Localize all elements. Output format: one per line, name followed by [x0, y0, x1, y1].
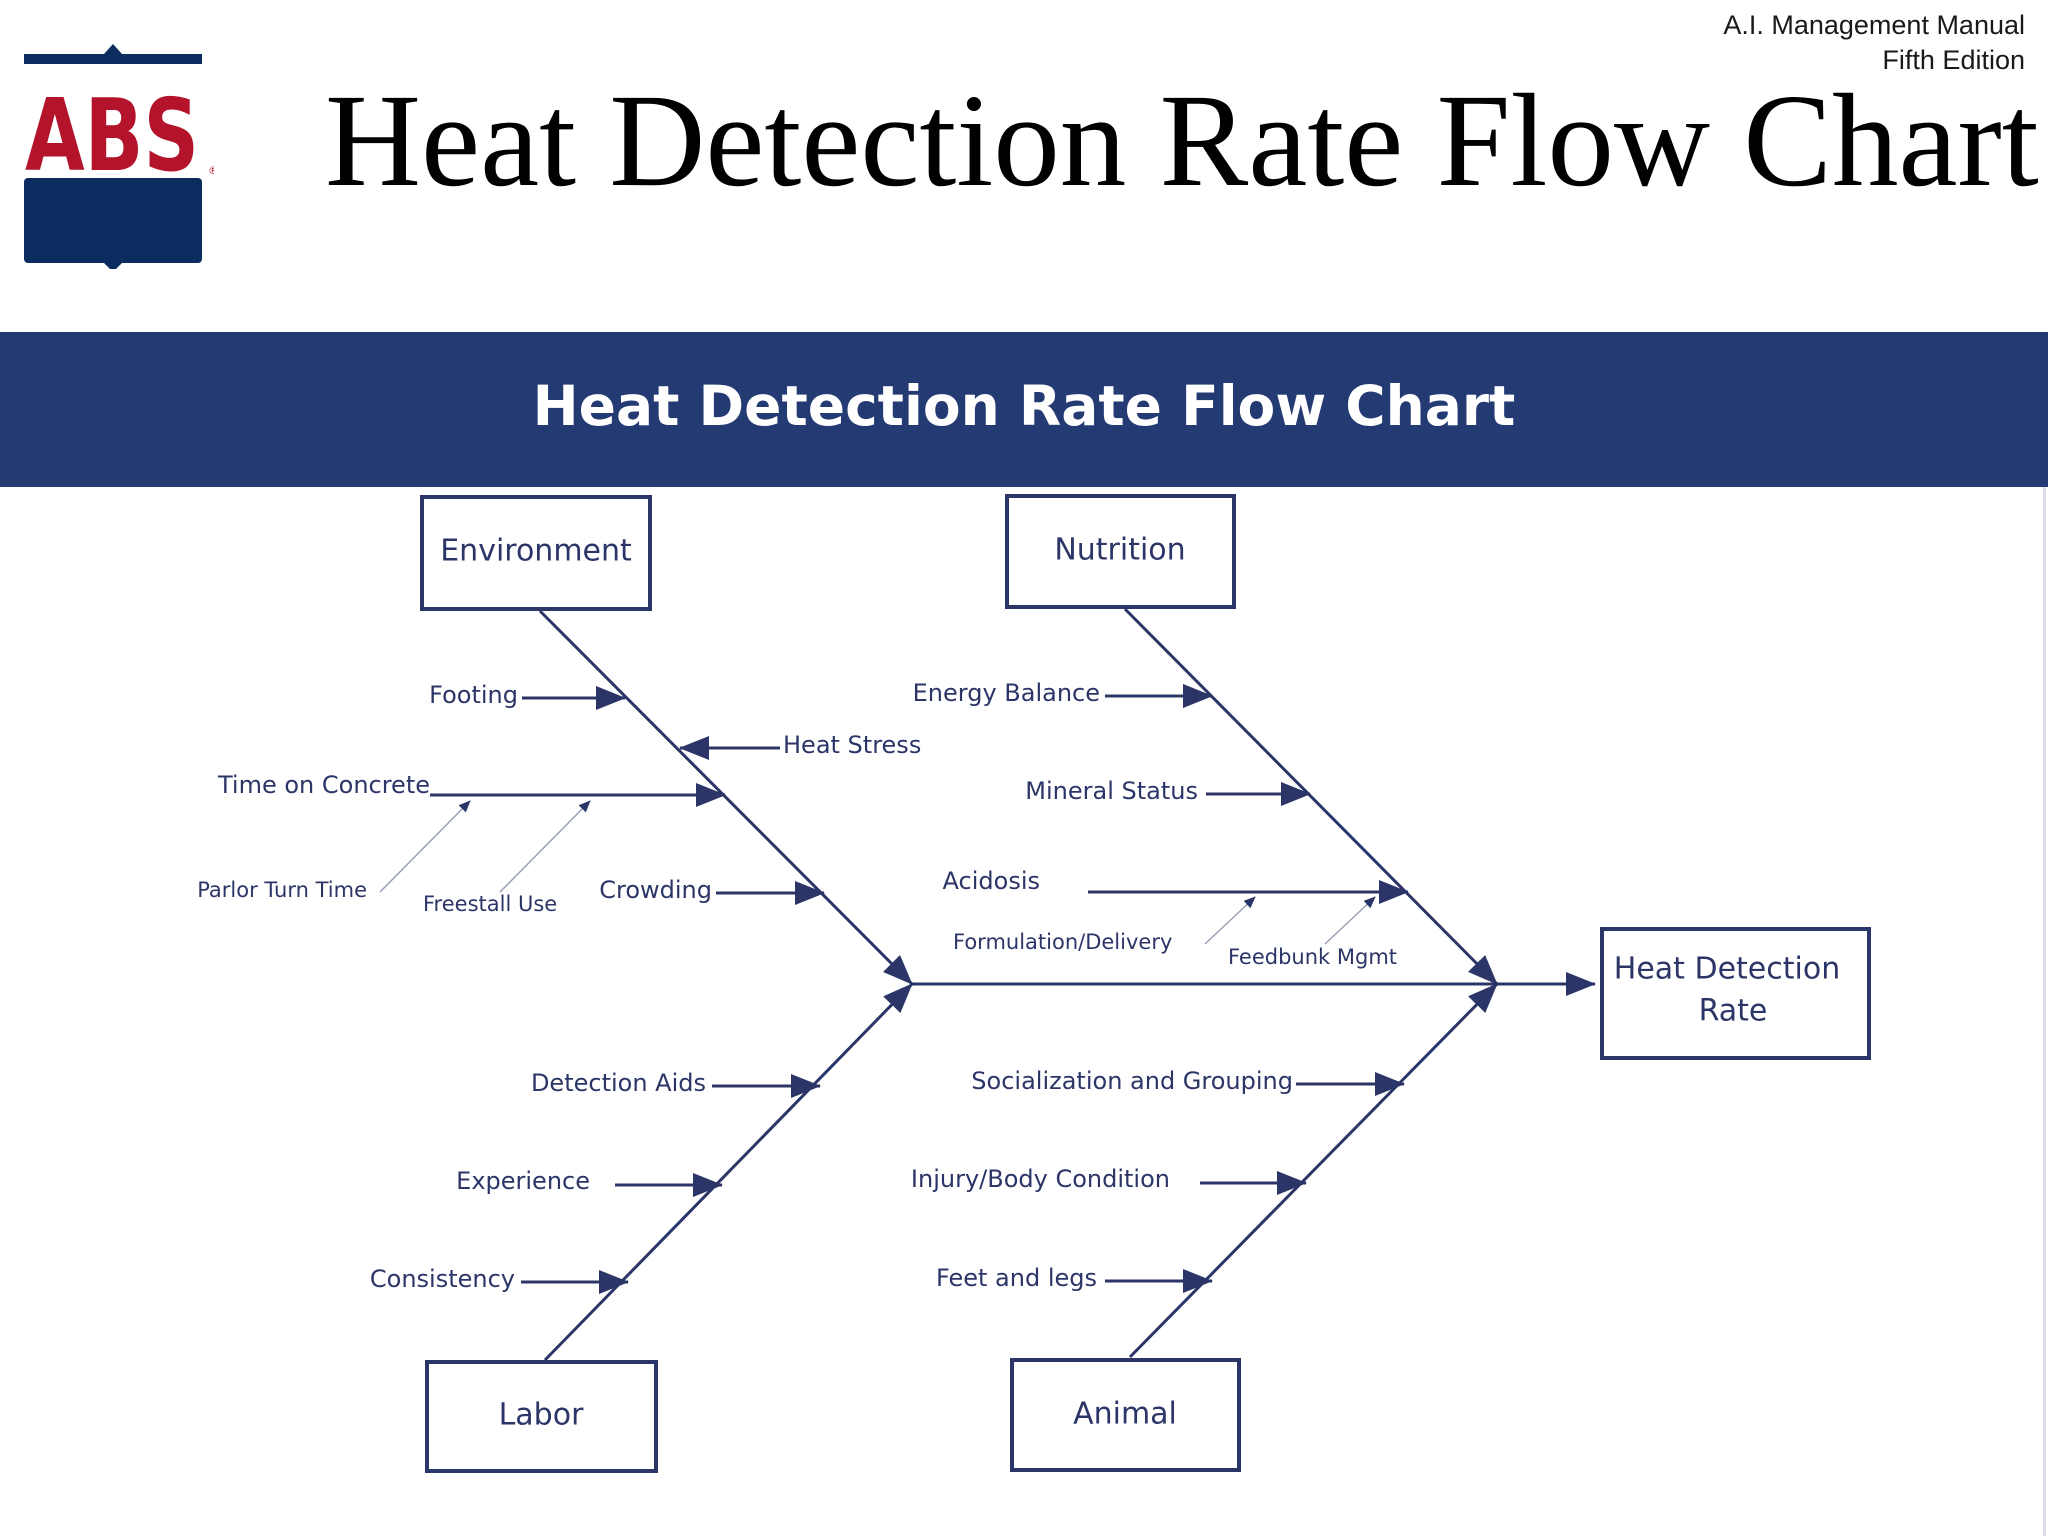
fishbone-diagram: Environment Nutrition Labor Animal Heat …: [197, 494, 1871, 1473]
page-title: Heat Detection Rate Flow Chart: [325, 66, 2039, 214]
abs-logo: ABS ®: [24, 44, 214, 269]
category-animal: Animal: [1073, 1397, 1177, 1432]
cause-time-on-concrete: Time on Concrete: [217, 771, 430, 799]
animal-box: [1010, 1358, 1241, 1472]
cause-footing: Footing: [429, 681, 518, 709]
cause-injury-body: Injury/Body Condition: [911, 1165, 1170, 1193]
nutrition-box: [1005, 494, 1236, 609]
labor-bone: [543, 982, 914, 1362]
cause-parlor-turn-time: Parlor Turn Time: [197, 878, 367, 902]
freestall-use-leader: [499, 800, 591, 893]
environment-bone: [538, 609, 914, 986]
manual-edition-note: A.I. Management Manual Fifth Edition: [1723, 8, 2025, 78]
cause-consistency: Consistency: [370, 1265, 515, 1293]
formulation-delivery-leader: [1204, 896, 1256, 945]
cause-experience: Experience: [456, 1167, 590, 1195]
cause-detection-aids: Detection Aids: [531, 1069, 706, 1097]
environment-box: [420, 495, 652, 611]
labor-box: [425, 1360, 658, 1473]
cause-acidosis: Acidosis: [943, 867, 1040, 895]
logo-text: ABS: [25, 77, 199, 194]
cause-heat-stress: Heat Stress: [783, 731, 921, 759]
effect-label-line1: Heat Detection: [1614, 952, 1840, 987]
category-labor: Labor: [499, 1398, 584, 1433]
cause-freestall-use: Freestall Use: [423, 892, 557, 916]
effect-label-line2: Rate: [1699, 994, 1768, 1029]
animal-bone: [1128, 982, 1499, 1359]
category-nutrition: Nutrition: [1054, 533, 1185, 568]
cause-crowding: Crowding: [599, 876, 712, 904]
category-environment: Environment: [440, 534, 632, 569]
effect-box: [1600, 927, 1871, 1060]
banner-title: Heat Detection Rate Flow Chart: [532, 374, 1516, 438]
cause-feet-legs: Feet and legs: [936, 1264, 1097, 1292]
chart-banner: Heat Detection Rate Flow Chart: [0, 332, 2048, 487]
nutrition-bone: [1123, 607, 1499, 986]
feedbunk-mgmt-leader: [1324, 896, 1376, 945]
svg-text:®: ®: [208, 164, 214, 177]
manual-edition: Fifth Edition: [1882, 45, 2025, 75]
fishbone-panel: Environment Nutrition Labor Animal Heat …: [0, 487, 2046, 1536]
cause-socialization: Socialization and Grouping: [971, 1067, 1293, 1095]
cause-feedbunk-mgmt: Feedbunk Mgmt: [1228, 945, 1397, 969]
parlor-turn-time-leader: [379, 800, 471, 893]
cause-energy-balance: Energy Balance: [913, 679, 1100, 707]
cause-mineral-status: Mineral Status: [1025, 777, 1198, 805]
cause-formulation-delivery: Formulation/Delivery: [953, 930, 1172, 954]
manual-title: A.I. Management Manual: [1723, 10, 2025, 40]
